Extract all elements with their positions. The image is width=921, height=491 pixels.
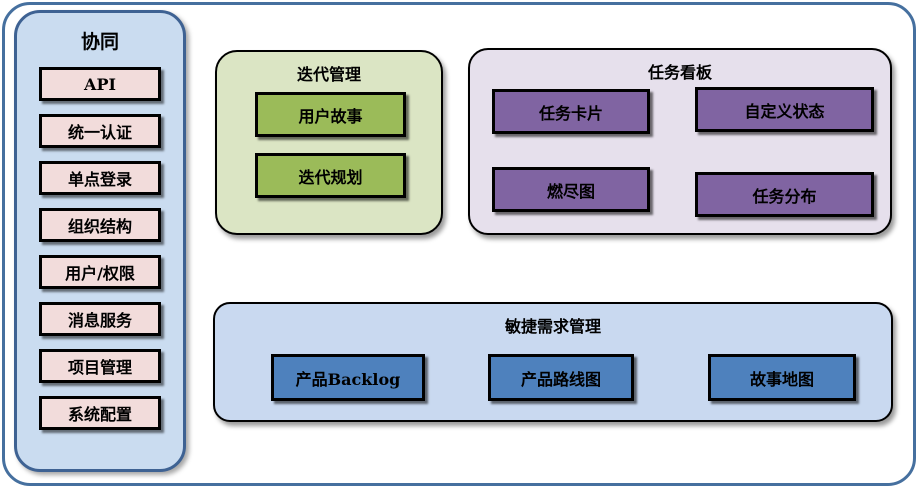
- sidebar-item-label: 单点登录: [67, 170, 132, 189]
- sidebar-item-unified-auth: 统一认证: [39, 114, 161, 148]
- product-backlog-label: 产品Backlog: [295, 369, 401, 389]
- panel-task-board: 任务看板 任务卡片 自定义状态 燃尽图 任务分布: [468, 48, 892, 235]
- sidebar-title: 协同: [80, 32, 119, 53]
- sidebar-item-project-management: 项目管理: [39, 349, 161, 383]
- burndown-chart-box: 燃尽图: [492, 167, 650, 212]
- sidebar-item-label: 消息服务: [67, 311, 132, 330]
- panel-agile-title: 敏捷需求管理: [504, 319, 601, 336]
- panel-iteration-title: 迭代管理: [296, 67, 361, 84]
- sidebar-item-org-structure: 组织结构: [39, 208, 161, 242]
- task-card-box: 任务卡片: [492, 89, 650, 134]
- user-story-label: 用户故事: [298, 106, 363, 126]
- burndown-chart-label: 燃尽图: [546, 181, 595, 201]
- task-card-label: 任务卡片: [538, 103, 603, 123]
- sidebar-item-system-config: 系统配置: [39, 396, 161, 430]
- sidebar-items: API 统一认证 单点登录 组织结构 用户/权限 消息服务 项目管理 系统配置: [17, 67, 183, 430]
- task-distribution-box: 任务分布: [695, 172, 874, 217]
- product-roadmap-box: 产品路线图: [488, 354, 634, 401]
- sidebar-item-label: 统一认证: [67, 123, 132, 142]
- sidebar-item-label: 项目管理: [67, 358, 132, 377]
- product-backlog-box: 产品Backlog: [271, 354, 425, 401]
- sidebar-item-label: 系统配置: [67, 405, 132, 424]
- sidebar-item-api: API: [39, 67, 161, 101]
- story-map-label: 故事地图: [749, 369, 814, 389]
- panel-taskboard-title: 任务看板: [647, 65, 712, 82]
- iteration-planning-label: 迭代规划: [298, 167, 363, 187]
- product-roadmap-label: 产品路线图: [520, 369, 601, 389]
- story-map-box: 故事地图: [708, 354, 856, 401]
- sidebar-item-label: API: [84, 74, 116, 94]
- panel-agile-requirements: 敏捷需求管理 产品Backlog 产品路线图 故事地图: [213, 302, 893, 422]
- sidebar-item-message-service: 消息服务: [39, 302, 161, 336]
- custom-status-box: 自定义状态: [695, 87, 874, 132]
- panel-iteration-management: 迭代管理 用户故事 迭代规划: [215, 50, 443, 235]
- user-story-box: 用户故事: [255, 92, 406, 137]
- iteration-planning-box: 迭代规划: [255, 153, 406, 198]
- custom-status-label: 自定义状态: [744, 101, 825, 121]
- task-distribution-label: 任务分布: [752, 186, 817, 206]
- sidebar-item-label: 用户/权限: [65, 264, 135, 283]
- sidebar-item-user-permissions: 用户/权限: [39, 255, 161, 289]
- sidebar-item-label: 组织结构: [67, 217, 132, 236]
- sidebar-item-sso: 单点登录: [39, 161, 161, 195]
- sidebar-panel-collaboration: 协同 API 统一认证 单点登录 组织结构 用户/权限 消息服务 项目管理: [14, 10, 186, 472]
